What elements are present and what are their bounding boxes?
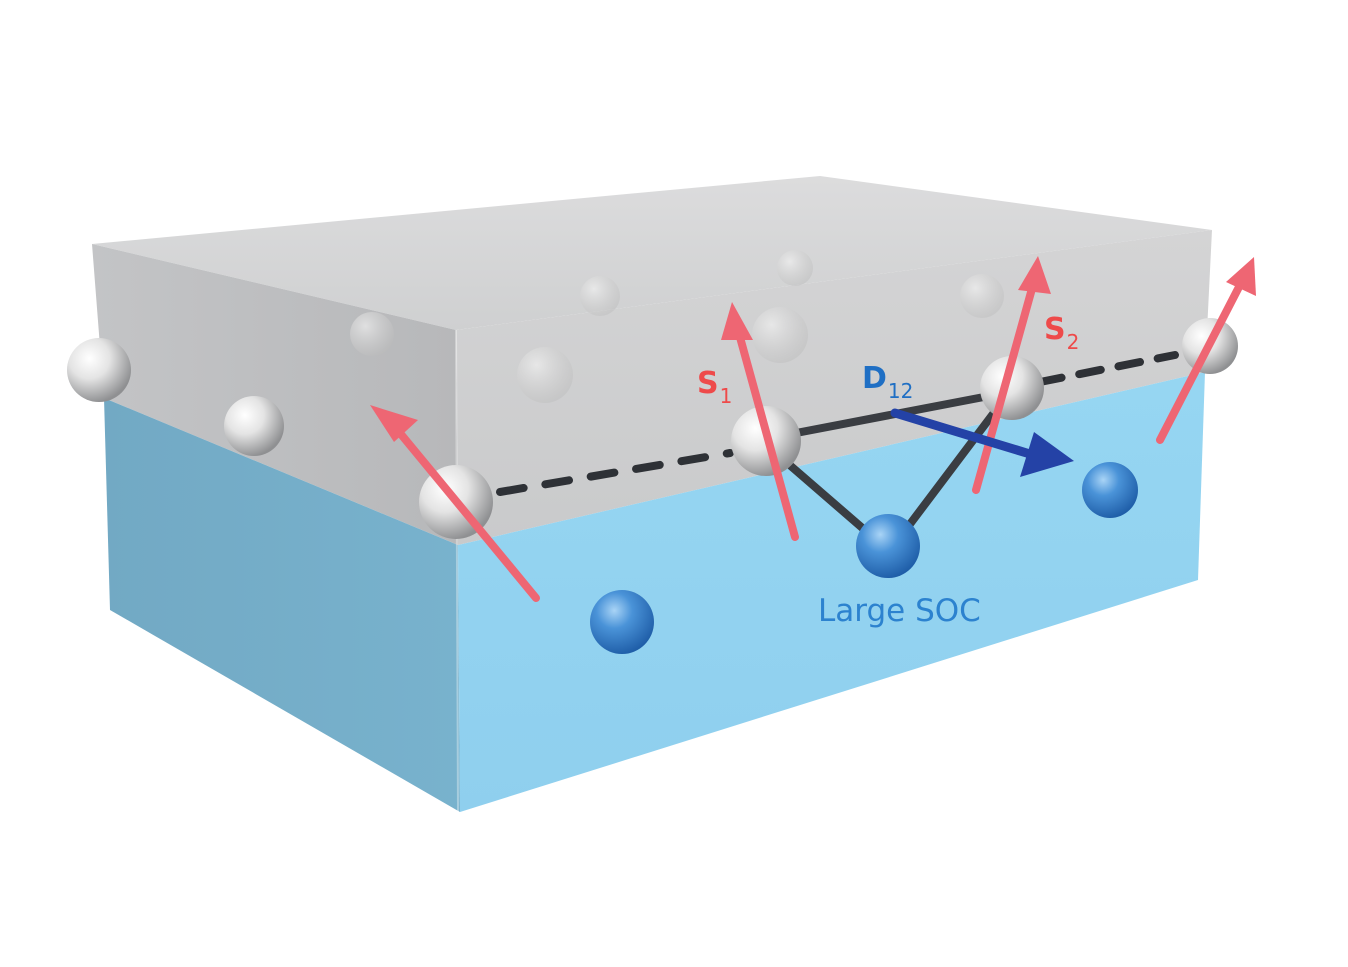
label-d12-sub: 12 bbox=[887, 379, 914, 403]
label-s2-main: S bbox=[1044, 312, 1066, 347]
ghost-atom bbox=[777, 250, 813, 286]
spin-arrowhead-s1 bbox=[721, 302, 753, 340]
bond-s2-soc bbox=[894, 394, 1009, 544]
spin-arrow-left bbox=[391, 423, 540, 602]
label-large-soc: Large SOC bbox=[818, 593, 981, 629]
spin-arrowhead-right bbox=[1226, 257, 1256, 296]
box-edge bbox=[455, 329, 459, 813]
ghost-atoms bbox=[350, 250, 1004, 403]
label-d12: D12 bbox=[862, 361, 913, 403]
soc-atom-center bbox=[856, 514, 920, 578]
substrate-left-face bbox=[104, 398, 460, 812]
ghost-atom bbox=[752, 307, 808, 363]
label-s2: S2 bbox=[1044, 312, 1079, 354]
label-s1: S1 bbox=[697, 366, 732, 408]
dmi-arrow-shaft bbox=[890, 408, 1035, 459]
magnetic-atom bbox=[67, 338, 131, 402]
spin-arrow-s2 bbox=[972, 281, 1037, 494]
spin-arrowhead-left bbox=[370, 405, 418, 442]
ghost-atom bbox=[960, 274, 1004, 318]
ghost-atom bbox=[350, 312, 394, 356]
label-s2-sub: 2 bbox=[1066, 330, 1080, 354]
spin-arrowheads bbox=[370, 256, 1256, 442]
layer-top-face bbox=[92, 176, 1212, 330]
spin-arrows bbox=[391, 281, 1244, 602]
soc-atom bbox=[590, 590, 654, 654]
chain-line-left bbox=[496, 449, 734, 496]
spin-arrow-right bbox=[1156, 281, 1244, 444]
label-s1-sub: 1 bbox=[719, 384, 733, 408]
substrate-front-face bbox=[458, 372, 1205, 812]
dmi-arrowhead bbox=[1020, 432, 1074, 477]
spin-arrow-s1 bbox=[734, 326, 799, 541]
spin-arrowhead-s2 bbox=[1018, 256, 1051, 294]
bond-s1-s2 bbox=[766, 388, 1014, 442]
label-s1-main: S bbox=[697, 366, 719, 401]
ghost-atom bbox=[580, 276, 620, 316]
soc-atoms bbox=[590, 462, 1138, 654]
magnetic-atom bbox=[224, 396, 284, 456]
soc-atom bbox=[1082, 462, 1138, 518]
label-d12-main: D bbox=[862, 361, 887, 396]
chain-line-right bbox=[1036, 351, 1179, 386]
ghost-atom bbox=[517, 347, 573, 403]
